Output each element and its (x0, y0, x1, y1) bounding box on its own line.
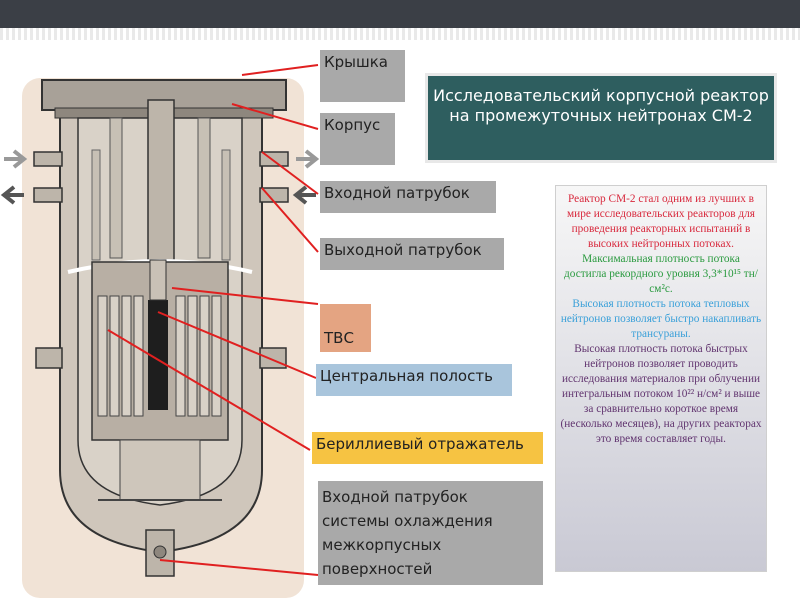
cooling-inlet-label: Входной патрубок системы охлаждения межк… (318, 481, 543, 585)
info-paragraph-2: Максимальная плотность потока достигла р… (564, 253, 758, 295)
info-paragraph-1: Реактор СМ-2 стал одним из лучших в мире… (567, 193, 755, 250)
lid-label: Крышка (320, 50, 405, 102)
reactor-diagram (0, 64, 320, 598)
leader-lines (107, 64, 319, 576)
dotted-strip (0, 28, 800, 40)
vessel-label: Корпус (320, 113, 395, 165)
title-text: Исследовательский корпусной реактор на п… (433, 86, 769, 125)
top-bar (0, 0, 800, 40)
inlet-nozzle-label: Входной патрубок (320, 181, 496, 213)
outlet-arrow-left (0, 185, 24, 205)
outlet-arrow-right (292, 185, 316, 205)
inlet-arrow-left (4, 149, 28, 169)
central-cavity (148, 300, 168, 410)
beryllium-reflector-label: Бериллиевый отражатель (312, 432, 543, 464)
info-paragraph-4: Высокая плотность потока быстрых нейтрон… (560, 343, 762, 445)
inlet-arrow-right (296, 149, 320, 169)
info-box: Реактор СМ-2 стал одним из лучших в мире… (555, 185, 767, 572)
outlet-nozzle-label: Выходной патрубок (320, 238, 504, 270)
central-column (147, 99, 175, 261)
fuel-assembly-label: ТВС (320, 304, 371, 352)
info-paragraph-3: Высокая плотность потока тепловых нейтро… (560, 298, 762, 340)
title-box: Исследовательский корпусной реактор на п… (425, 73, 777, 163)
central-cavity-label: Центральная полость (316, 364, 512, 396)
fuel-assemblies (97, 295, 222, 417)
